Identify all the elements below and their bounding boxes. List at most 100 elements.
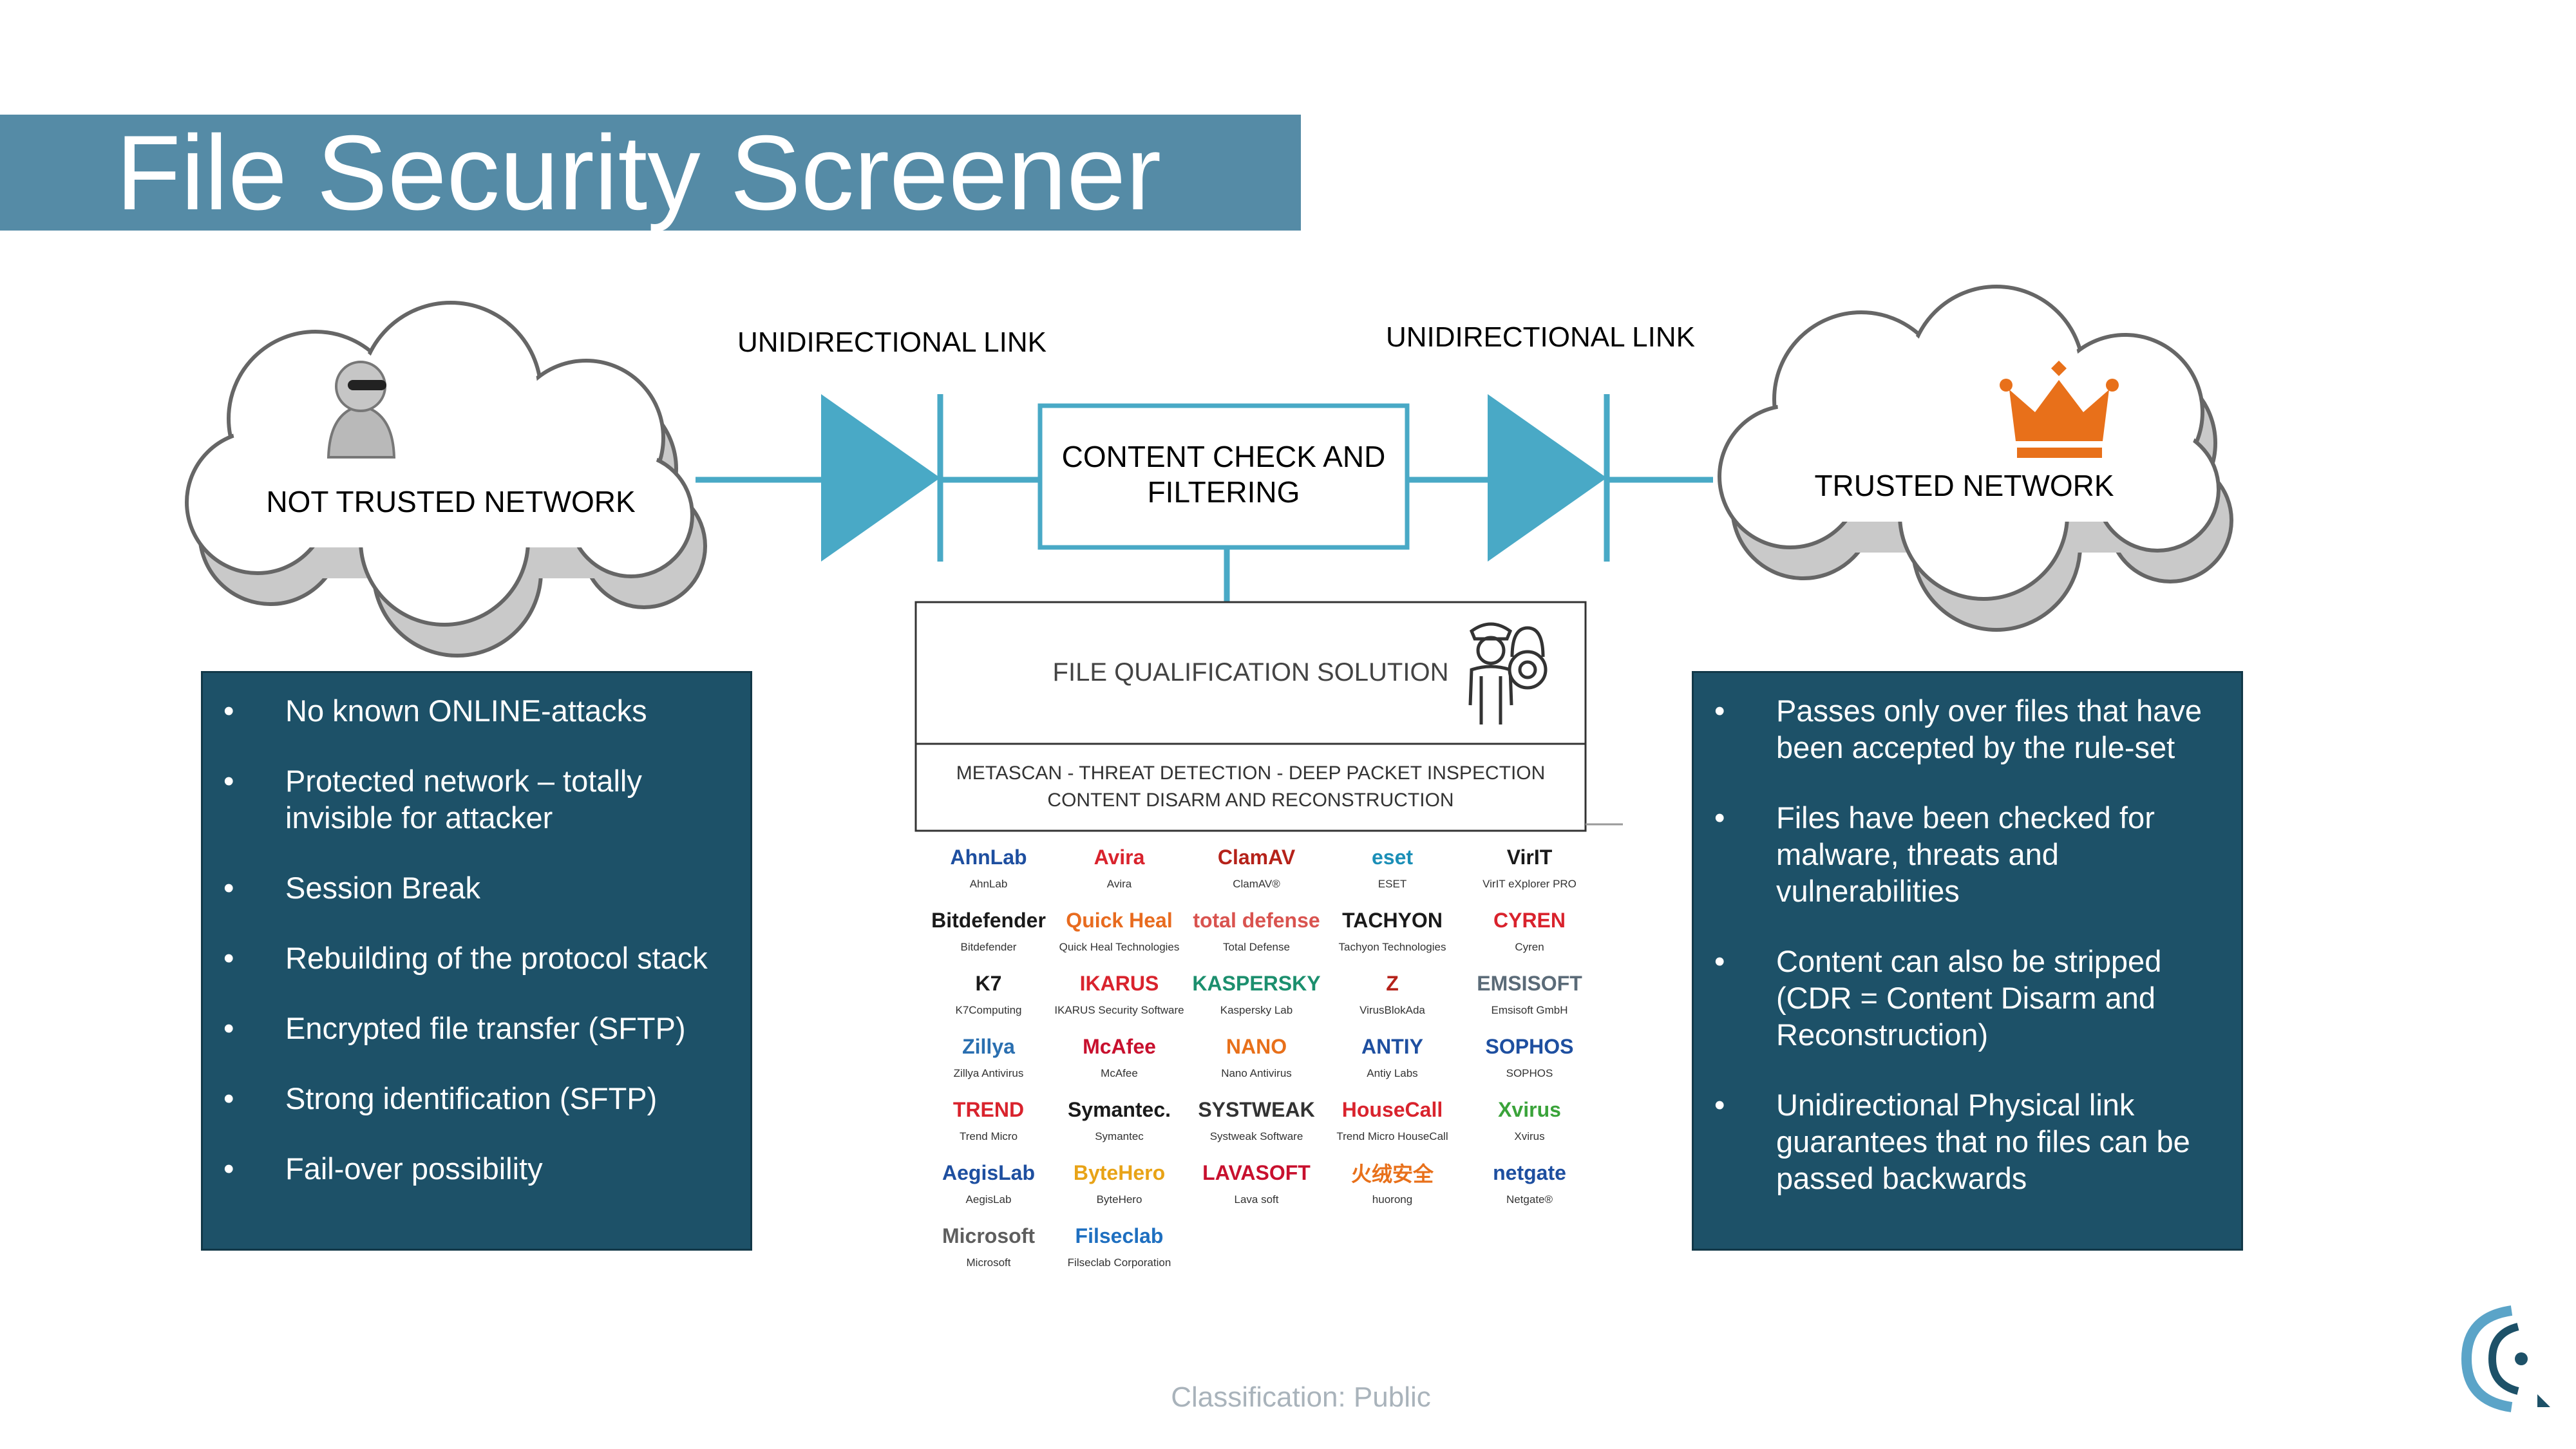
trusted-network-label: TRUSTED NETWORK — [1814, 469, 2114, 502]
content-check-box — [1037, 403, 1410, 550]
vendor-name: Antiy Labs — [1367, 1067, 1418, 1079]
vendor-logo: AhnLab — [950, 845, 1027, 869]
vendor-name: Lava soft — [1234, 1193, 1279, 1206]
vendor-name: Trend Micro HouseCall — [1336, 1130, 1448, 1142]
title-bar — [0, 115, 1301, 231]
vendor-22: Symantec. Symantec — [1045, 1090, 1193, 1151]
vendor-12: IKARUS IKARUS Security Software — [1045, 963, 1193, 1025]
fqs-sub-box — [914, 743, 1587, 832]
vendor-name: Emsisoft GmbH — [1491, 1004, 1568, 1016]
vendor-name: AegisLab — [965, 1193, 1012, 1206]
vendor-28: LAVASOFT Lava soft — [1182, 1153, 1331, 1215]
vendor-name: SOPHOS — [1506, 1067, 1553, 1079]
vendor-name: Total Defense — [1223, 941, 1290, 953]
fqs-line-1: METASCAN - THREAT DETECTION - DEEP PACKE… — [956, 762, 1546, 784]
left-bullet-3: Session Break — [203, 869, 750, 906]
vendor-name: McAfee — [1101, 1067, 1138, 1079]
vendor-name: Avira — [1106, 878, 1132, 890]
vendor-name: IKARUS Security Software — [1054, 1004, 1184, 1016]
vendor-logo: Filseclab — [1075, 1224, 1164, 1247]
vendor-name: AhnLab — [969, 878, 1008, 890]
vendor-logo: Microsoft — [942, 1224, 1035, 1247]
fqs-title: FILE QUALIFICATION SOLUTION — [1053, 658, 1449, 687]
benefits-panel-left: No known ONLINE-attacks Protected networ… — [201, 671, 752, 1251]
vendor-name: VirusBlokAda — [1359, 1004, 1425, 1016]
vendor-logo: eset — [1371, 845, 1414, 869]
untrusted-network-label: NOT TRUSTED NETWORK — [266, 485, 636, 518]
vendor-logo: TACHYON — [1342, 908, 1443, 932]
vendor-logo: Xvirus — [1498, 1097, 1561, 1121]
vendor-10: CYREN Cyren — [1455, 900, 1604, 962]
vendor-logo: Symantec. — [1067, 1097, 1171, 1121]
vendor-name: ClamAV® — [1233, 878, 1280, 890]
left-bullet-2: Protected network – totally invisible fo… — [203, 762, 750, 836]
vendor-name: Symantec — [1095, 1130, 1144, 1142]
link-label-right: UNIDIRECTIONAL LINK — [1386, 321, 1695, 353]
vendor-logo: 火绒安全 — [1350, 1162, 1434, 1186]
vendor-18: NANO Nano Antivirus — [1182, 1027, 1331, 1088]
vendor-logo: netgate — [1493, 1160, 1566, 1184]
vendor-name: Trend Micro — [959, 1130, 1018, 1142]
content-check-label-2: FILTERING — [1148, 475, 1300, 509]
left-bullet-4: Rebuilding of the protocol stack — [203, 940, 750, 976]
company-logo-icon — [2461, 1305, 2550, 1412]
vendor-logo: Quick Heal — [1066, 908, 1173, 932]
left-bullet-6: Strong identification (SFTP) — [203, 1080, 750, 1117]
vendor-19: ANTIY Antiy Labs — [1318, 1027, 1466, 1088]
link-label-left: UNIDIRECTIONAL LINK — [737, 327, 1046, 358]
diode-triangle-right — [1488, 394, 1607, 562]
vendor-logo: CYREN — [1493, 908, 1566, 932]
vendor-name: Systweak Software — [1209, 1130, 1303, 1142]
vendor-logo: ANTIY — [1361, 1034, 1423, 1058]
vendor-name: Filseclab Corporation — [1067, 1256, 1171, 1269]
vendor-logo: LAVASOFT — [1202, 1160, 1311, 1184]
right-bullet-2: Files have been checked for malware, thr… — [1694, 799, 2241, 909]
vendor-logo: HouseCall — [1341, 1097, 1443, 1121]
vendor-name: Xvirus — [1514, 1130, 1545, 1142]
vendor-logo: IKARUS — [1079, 971, 1159, 995]
guard-lock-icon — [1468, 622, 1548, 724]
vendor-name: Tachyon Technologies — [1338, 941, 1446, 953]
vendor-name: Zillya Antivirus — [953, 1067, 1024, 1079]
vendor-name: Netgate® — [1506, 1193, 1553, 1206]
content-check-label-1: CONTENT CHECK AND — [1062, 440, 1386, 473]
left-bullet-5: Encrypted file transfer (SFTP) — [203, 1010, 750, 1046]
crown-icon — [2000, 361, 2119, 458]
vendor-logo: NANO — [1226, 1034, 1287, 1058]
vendor-logo: ByteHero — [1073, 1160, 1166, 1184]
vendor-logo: McAfee — [1083, 1034, 1156, 1058]
benefits-panel-right: Passes only over files that have been ac… — [1692, 671, 2243, 1251]
trusted-cloud — [1718, 285, 2233, 632]
vendor-logo: K7 — [975, 971, 1002, 995]
vendor-logo: Z — [1386, 971, 1399, 995]
fqs-box — [914, 601, 1587, 745]
vendor-logo: Avira — [1094, 845, 1145, 869]
right-bullet-1: Passes only over files that have been ac… — [1694, 692, 2241, 766]
vendor-logo: SYSTWEAK — [1198, 1097, 1315, 1121]
vendor-name: Cyren — [1515, 941, 1544, 953]
vendor-logo: EMSISOFT — [1477, 971, 1582, 995]
vendor-name: Nano Antivirus — [1221, 1067, 1292, 1079]
vendor-15: EMSISOFT Emsisoft GmbH — [1455, 963, 1604, 1025]
right-bullet-3: Content can also be stripped (CDR = Cont… — [1694, 943, 2241, 1053]
